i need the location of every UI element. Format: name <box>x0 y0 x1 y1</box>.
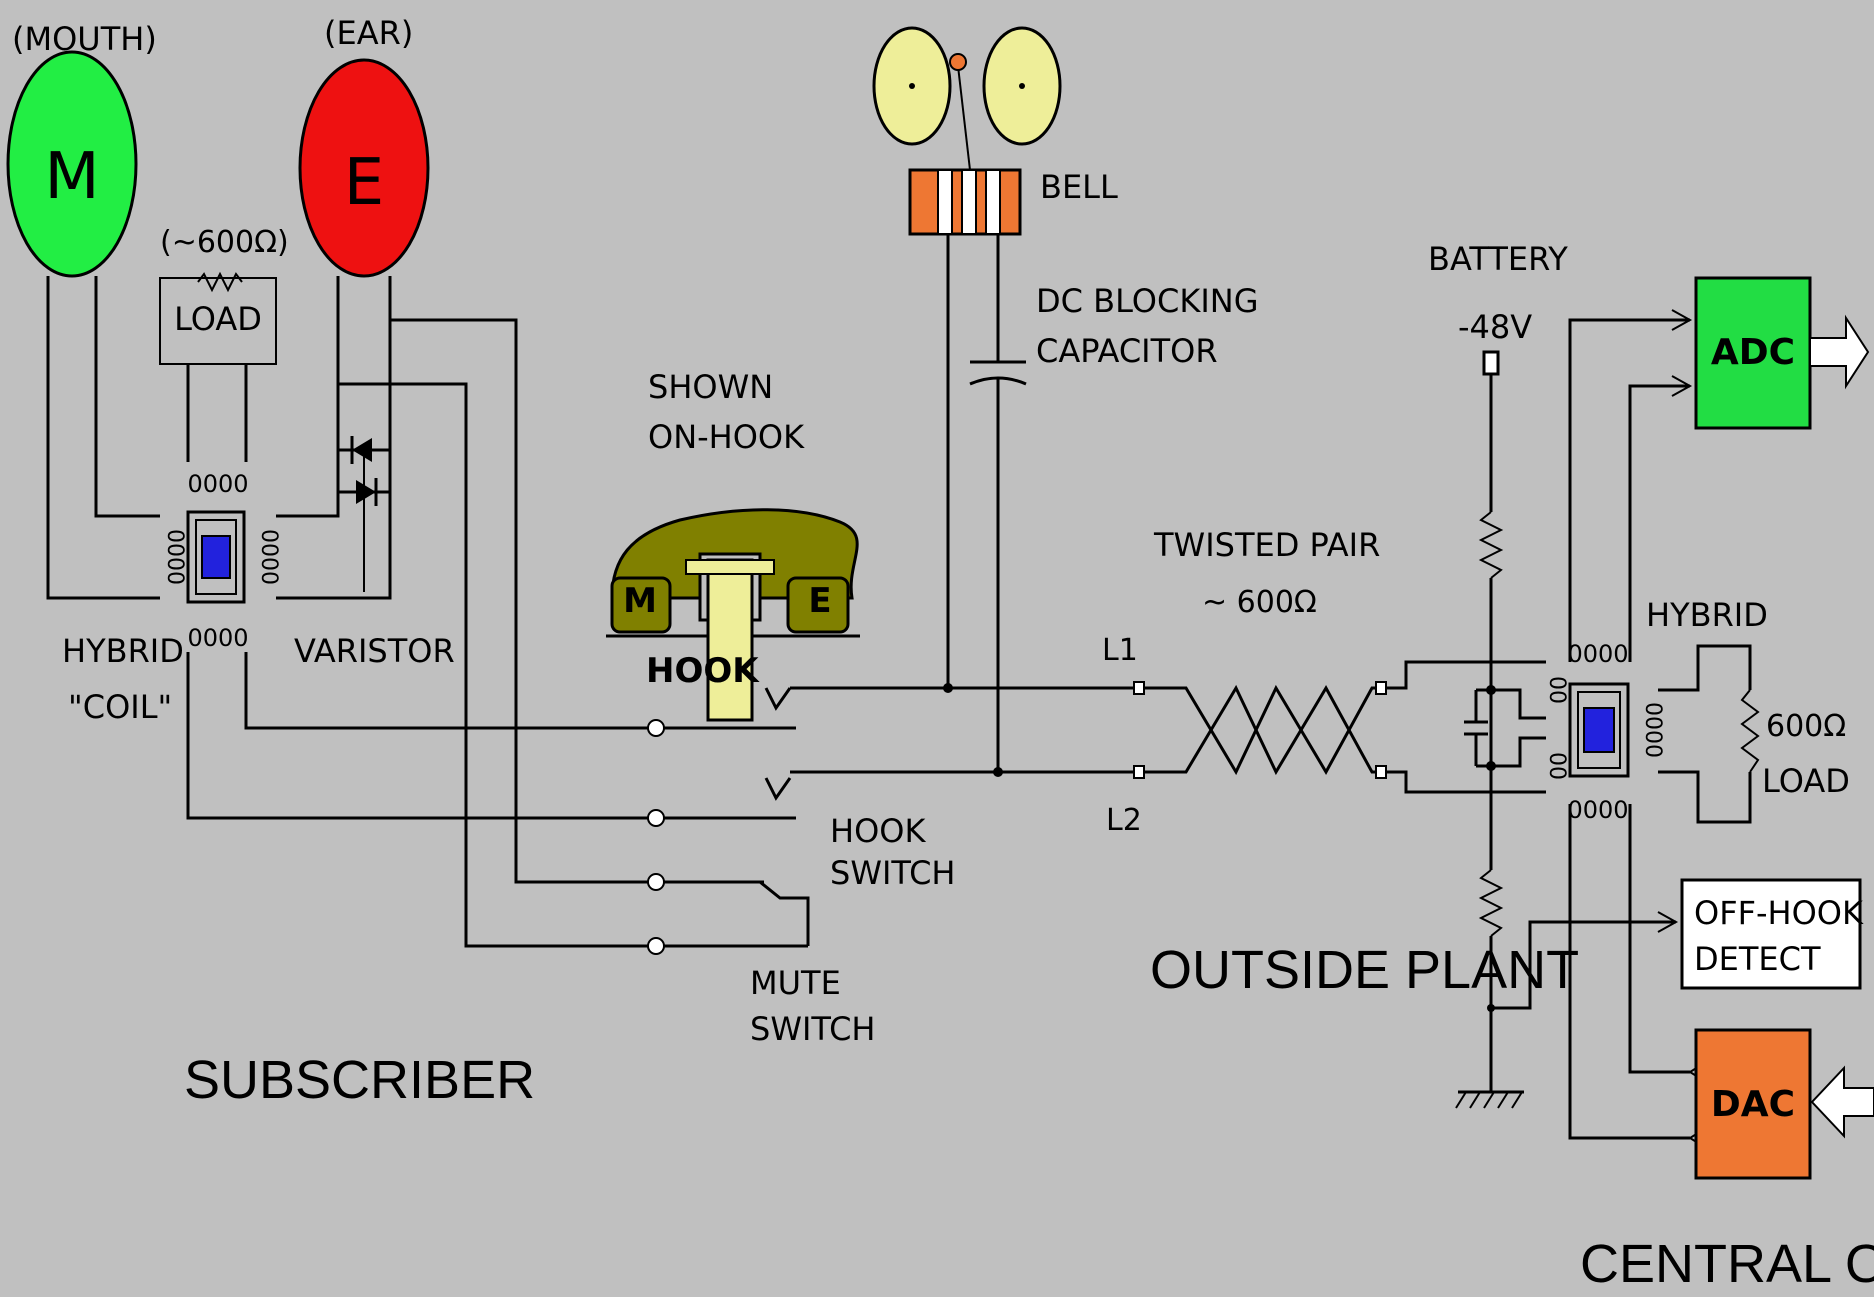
co-hybrid-label: HYBRID <box>1646 596 1768 634</box>
hook-plunger <box>706 558 754 722</box>
twisted-pair-icon <box>1144 684 1380 776</box>
coil-label: "COIL" <box>68 688 172 726</box>
twisted-pair-label: TWISTED PAIR <box>1153 526 1380 564</box>
svg-text:0000: 0000 <box>1567 640 1628 668</box>
mouth-label: (MOUTH) <box>12 20 157 58</box>
hook-switch-label-1: HOOK <box>830 812 926 850</box>
battery-resistor-top-icon <box>1478 511 1504 579</box>
subscriber-label: SUBSCRIBER <box>184 1050 535 1110</box>
ear-label: (EAR) <box>324 14 413 52</box>
svg-text:0000: 0000 <box>1567 796 1628 824</box>
shown-label: SHOWN <box>648 368 773 406</box>
off-hook-detect-box <box>1680 878 1862 990</box>
battery-resistor-bottom-icon <box>1478 869 1504 937</box>
central-office-section: BATTERY -48V <box>1386 240 1874 1294</box>
battery-terminal-icon <box>1482 350 1500 376</box>
earpiece-letter: E <box>344 146 384 220</box>
bell-section: BELL DC BLOCKING CAPACITOR <box>872 26 1258 772</box>
hook-switch <box>647 687 810 955</box>
handset-e-letter: E <box>808 581 831 621</box>
handset-icon: M E HOOK <box>606 508 860 722</box>
load-label: LOAD <box>174 300 262 338</box>
svg-text:0000: 0000 <box>187 624 248 652</box>
svg-text:0000: 0000 <box>187 470 248 498</box>
mute-switch-label-2: SWITCH <box>750 1010 875 1048</box>
off-hook-label-1: OFF-HOOK <box>1694 894 1864 932</box>
bell-coil-icon <box>908 168 1022 236</box>
co-load-resistor-icon <box>1740 689 1760 773</box>
capacitor-label: CAPACITOR <box>1036 332 1218 370</box>
varistor-label: VARISTOR <box>294 632 455 670</box>
l1-label: L1 <box>1102 633 1138 668</box>
bell-label: BELL <box>1040 168 1118 206</box>
svg-text:0000: 0000 <box>1640 702 1665 758</box>
line-pair: L1 L2 TWISTED PAIR ~ 600Ω OUTSIDE PLANT <box>790 526 1579 1000</box>
svg-text:00: 00 <box>1544 752 1569 780</box>
off-hook-label-2: DETECT <box>1694 940 1821 978</box>
bell-clapper <box>949 53 967 71</box>
hybrid-label: HYBRID <box>62 632 184 670</box>
mute-switch-label-1: MUTE <box>750 964 841 1002</box>
earpiece-circle <box>298 58 430 278</box>
battery-label: BATTERY <box>1428 240 1568 278</box>
adc-box <box>1694 276 1812 430</box>
hybrid-coil-transformer: 0000 0000 0000 0000 <box>162 470 281 652</box>
svg-text:00: 00 <box>1544 676 1569 704</box>
ground-icon <box>1455 1090 1524 1109</box>
subscriber-section: (MOUTH) M (EAR) E (~600Ω) LOAD 0000 0000… <box>6 14 955 1110</box>
outside-plant-label: OUTSIDE PLANT <box>1150 940 1579 1000</box>
adc-output-arrow-icon <box>1809 314 1870 390</box>
dac-input-arrow-icon <box>1810 1065 1874 1139</box>
svg-text:0000: 0000 <box>162 529 187 585</box>
hook-label: HOOK <box>646 651 760 691</box>
load-resistor-icon <box>197 271 243 293</box>
hook-switch-label-2: SWITCH <box>830 854 955 892</box>
central-office-label: CENTRAL OFFICE <box>1580 1234 1874 1294</box>
battery-voltage: -48V <box>1458 308 1532 346</box>
l2-label: L2 <box>1106 803 1142 838</box>
dac-label: DAC <box>1711 1084 1795 1125</box>
co-hybrid-transformer: 0000 0000 00 00 0000 <box>1544 640 1665 824</box>
adc-label: ADC <box>1711 332 1795 373</box>
svg-text:0000: 0000 <box>256 529 281 585</box>
co-capacitor-icon <box>1464 688 1491 768</box>
varistor-icon <box>338 436 390 592</box>
dac-box <box>1694 1028 1812 1180</box>
microphone-letter: M <box>44 140 99 214</box>
load-value-label: (~600Ω) <box>160 225 289 260</box>
twisted-pair-value: ~ 600Ω <box>1202 585 1317 620</box>
dc-blocking-label: DC BLOCKING <box>1036 282 1258 320</box>
co-load-label: LOAD <box>1762 762 1850 800</box>
co-load-value: 600Ω <box>1766 709 1846 744</box>
on-hook-label: ON-HOOK <box>648 418 805 456</box>
handset-m-letter: M <box>623 581 657 621</box>
microphone-circle <box>6 50 138 278</box>
